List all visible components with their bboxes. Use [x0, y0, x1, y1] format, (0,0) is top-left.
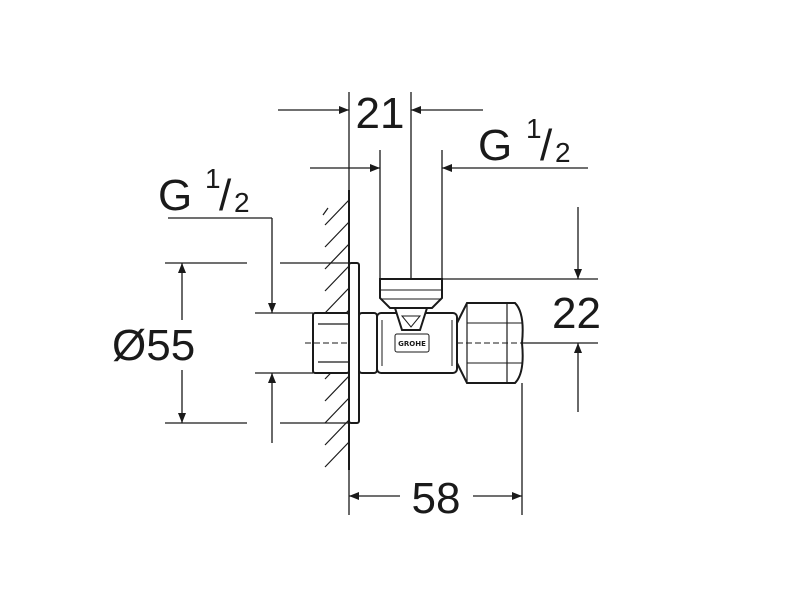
thread-numerator: 1	[205, 163, 221, 194]
dimension-rosette-diameter	[165, 262, 349, 424]
dimension-outlet-height	[442, 207, 598, 412]
logo-text: GROHE	[398, 340, 426, 348]
dimension-label-diameter: Ø55	[112, 321, 195, 370]
wall-hatching	[322, 199, 350, 468]
dimension-label-58: 58	[412, 474, 461, 523]
thread-prefix: G	[478, 121, 512, 170]
label-outlet-thread: G 1 / 2	[478, 113, 571, 170]
valve	[305, 262, 535, 424]
dimension-label-21: 21	[356, 89, 405, 138]
top-hex-nut	[379, 278, 443, 309]
dimension-outlet-thread	[310, 150, 588, 279]
grohe-logo: GROHE	[394, 333, 430, 353]
valve-neck	[358, 312, 378, 374]
thread-prefix: G	[158, 171, 192, 220]
dimension-inlet-thread	[168, 217, 313, 443]
dimension-label-22: 22	[552, 289, 601, 338]
thread-slash: /	[540, 121, 553, 170]
thread-denominator: 2	[555, 137, 571, 168]
thread-slash: /	[219, 171, 232, 220]
thread-numerator: 1	[526, 113, 542, 144]
thread-denominator: 2	[234, 187, 250, 218]
dimension-nut-width	[278, 92, 483, 279]
dimension-projection	[348, 383, 523, 515]
inlet-thread-pipe	[312, 312, 350, 374]
rosette	[348, 262, 360, 424]
label-inlet-thread: G 1 / 2	[158, 163, 250, 220]
